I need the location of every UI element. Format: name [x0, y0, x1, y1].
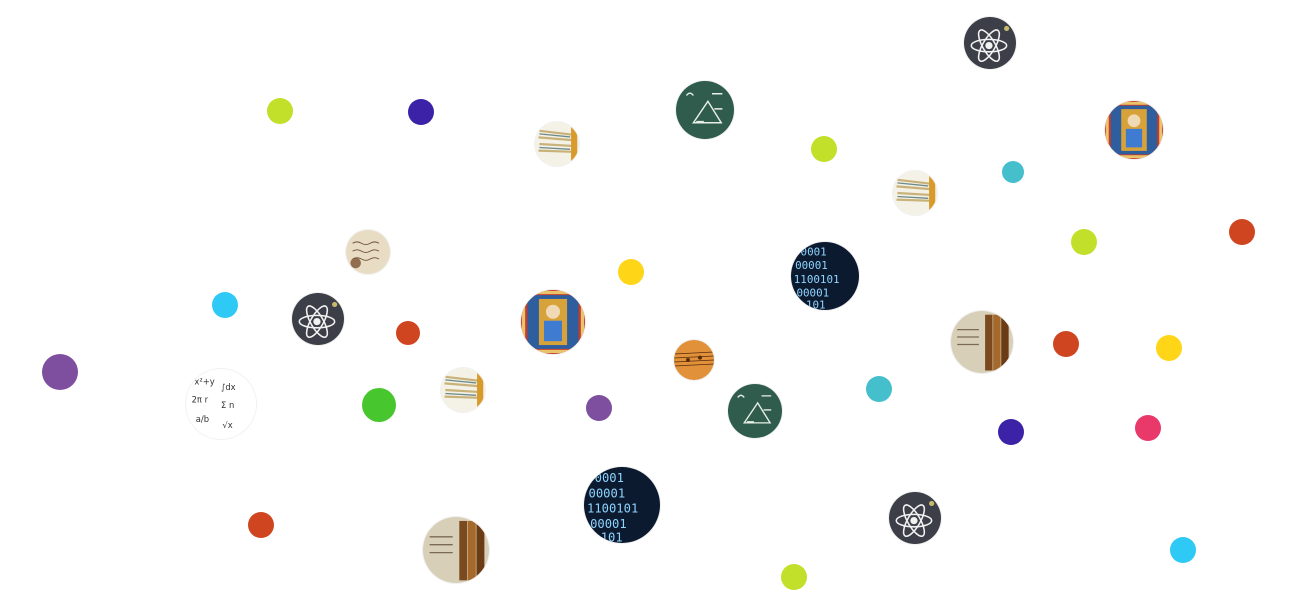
- manuscript-icon: [1105, 101, 1163, 159]
- stacked-papers-icon: [441, 368, 485, 412]
- math-formulas-icon: x²+y ∫dx 2π r Σ n a/b √x: [186, 369, 256, 439]
- atom-icon: [292, 293, 344, 345]
- bubble-image[interactable]: [521, 290, 585, 354]
- stacked-papers-icon: [893, 171, 937, 215]
- sheet-music-icon: [674, 340, 714, 380]
- svg-text:1100101: 1100101: [587, 502, 638, 516]
- bubble-image[interactable]: [441, 368, 485, 412]
- bubble-dot-lime[interactable]: [811, 136, 837, 162]
- bubble-dot-lime[interactable]: [1071, 229, 1097, 255]
- chalkboard-math-icon: [676, 81, 734, 139]
- bubble-dot-sky[interactable]: [1170, 537, 1196, 563]
- bubble-image[interactable]: [676, 81, 734, 139]
- bubble-dot-orange-red[interactable]: [1053, 331, 1079, 357]
- bubble-image[interactable]: [951, 311, 1013, 373]
- bubble-dot-orange-red[interactable]: [1229, 219, 1255, 245]
- atom-icon: [964, 17, 1016, 69]
- svg-text:00001: 00001: [795, 259, 828, 272]
- old-books-icon: [951, 311, 1013, 373]
- bubble-image[interactable]: x²+y ∫dx 2π r Σ n a/b √x: [186, 369, 256, 439]
- bubble-image[interactable]: [535, 122, 579, 166]
- chalkboard-math-icon: [728, 384, 782, 438]
- bubble-image[interactable]: [423, 517, 489, 583]
- svg-text:0001: 0001: [595, 471, 624, 485]
- bubble-dot-indigo[interactable]: [408, 99, 434, 125]
- bubble-dot-purple[interactable]: [42, 354, 78, 390]
- svg-text:x²+y: x²+y: [194, 376, 214, 386]
- svg-text:2π r: 2π r: [192, 395, 209, 405]
- bubble-dot-orange-red[interactable]: [248, 512, 274, 538]
- bubble-dot-lime[interactable]: [781, 564, 807, 590]
- bubble-image[interactable]: [674, 340, 714, 380]
- svg-text:Σ n: Σ n: [221, 400, 234, 410]
- svg-text:00001: 00001: [589, 486, 626, 500]
- bubble-image[interactable]: [1105, 101, 1163, 159]
- bubble-dot-orange-red[interactable]: [396, 321, 420, 345]
- bubble-dot-yellow[interactable]: [618, 259, 644, 285]
- bubble-image[interactable]: [964, 17, 1016, 69]
- bubble-image[interactable]: [893, 171, 937, 215]
- svg-text:a/b: a/b: [196, 414, 209, 424]
- bubble-dot-sky[interactable]: [212, 292, 238, 318]
- svg-text:00001: 00001: [590, 517, 627, 531]
- svg-text:101: 101: [806, 299, 826, 310]
- svg-text:1100101: 1100101: [794, 273, 840, 286]
- bubble-image[interactable]: [292, 293, 344, 345]
- bubble-dot-purple[interactable]: [586, 395, 612, 421]
- bubble-dot-indigo[interactable]: [998, 419, 1024, 445]
- bubble-dot-yellow[interactable]: [1156, 335, 1182, 361]
- svg-text:∫dx: ∫dx: [221, 382, 236, 392]
- manuscript-icon: [521, 290, 585, 354]
- svg-text:101: 101: [601, 530, 623, 543]
- old-letter-icon: [346, 230, 390, 274]
- svg-text:00001: 00001: [796, 286, 829, 299]
- bubble-dot-teal[interactable]: [866, 376, 892, 402]
- bubble-image[interactable]: [728, 384, 782, 438]
- bubble-dot-teal[interactable]: [1002, 161, 1024, 183]
- bubble-dot-lime[interactable]: [267, 98, 293, 124]
- atom-icon: [889, 492, 941, 544]
- old-books-icon: [423, 517, 489, 583]
- svg-text:0001: 0001: [801, 246, 827, 259]
- bubble-dot-pink[interactable]: [1135, 415, 1161, 441]
- bubble-image[interactable]: [889, 492, 941, 544]
- bubble-image[interactable]: [346, 230, 390, 274]
- stacked-papers-icon: [535, 122, 579, 166]
- svg-text:√x: √x: [222, 420, 232, 430]
- bubble-dot-green[interactable]: [362, 388, 396, 422]
